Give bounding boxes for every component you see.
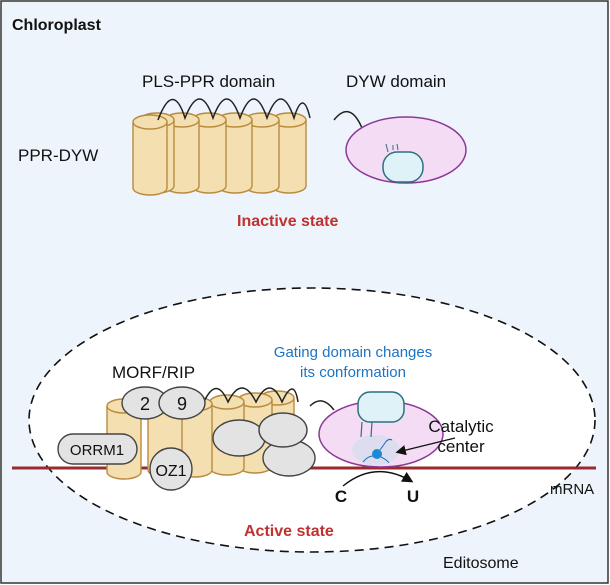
ppr-loops [202,387,299,405]
oz1-protein [149,447,193,491]
morf-subunit-2-label: 2 [140,394,150,414]
base-from-c: C [335,487,347,506]
catalytic-arrow [395,437,456,456]
active-state-label: Active state [244,523,334,540]
morf-subunit-9-label: 9 [177,394,187,414]
gating-domain [357,391,405,423]
coordinating-residues [362,438,393,464]
gate-legs [360,421,373,438]
grey-protein [258,412,308,448]
pls-ppr-domain-label: PLS-PPR domain [142,72,275,91]
ppr-loops [157,98,311,121]
gating-label-line1: Gating domain changes [274,344,432,361]
orrm1-protein [57,433,138,465]
linker [309,400,335,411]
ppr-repeat [132,114,168,196]
dyw-domain-label: DYW domain [346,72,446,91]
accessory-proteins: 2 9 ORRM1 OZ1 [57,386,316,491]
oz1-label: OZ1 [155,463,186,480]
morf-subunit-9 [158,386,206,420]
active-ppr-domain [106,387,335,480]
gate-spikes [385,143,399,153]
inactive-state-label: Inactive state [237,213,338,230]
dyw-ellipse [345,116,467,184]
grey-protein [212,419,266,457]
gating-domain [382,151,424,183]
c-to-u-arrow [342,470,414,487]
orrm1-label: ORRM1 [70,442,124,459]
mrna-label: mRNA [550,481,594,498]
active-dyw-domain [318,391,444,468]
morf-rip-label: MORF/RIP [112,363,195,382]
chloroplast-title: Chloroplast [12,17,102,34]
base-to-u: U [407,487,419,506]
editosome-label: Editosome [443,555,519,572]
dyw-domain [345,116,467,184]
catalytic-label-line2: center [437,437,485,456]
pls-ppr-domain [132,98,363,196]
catalytic-label-line1: Catalytic [428,417,494,436]
zinc-ion [372,449,382,459]
linker [333,111,363,129]
gating-label-line2: its conformation [300,364,406,381]
ppr-dyw-label: PPR-DYW [18,146,98,165]
